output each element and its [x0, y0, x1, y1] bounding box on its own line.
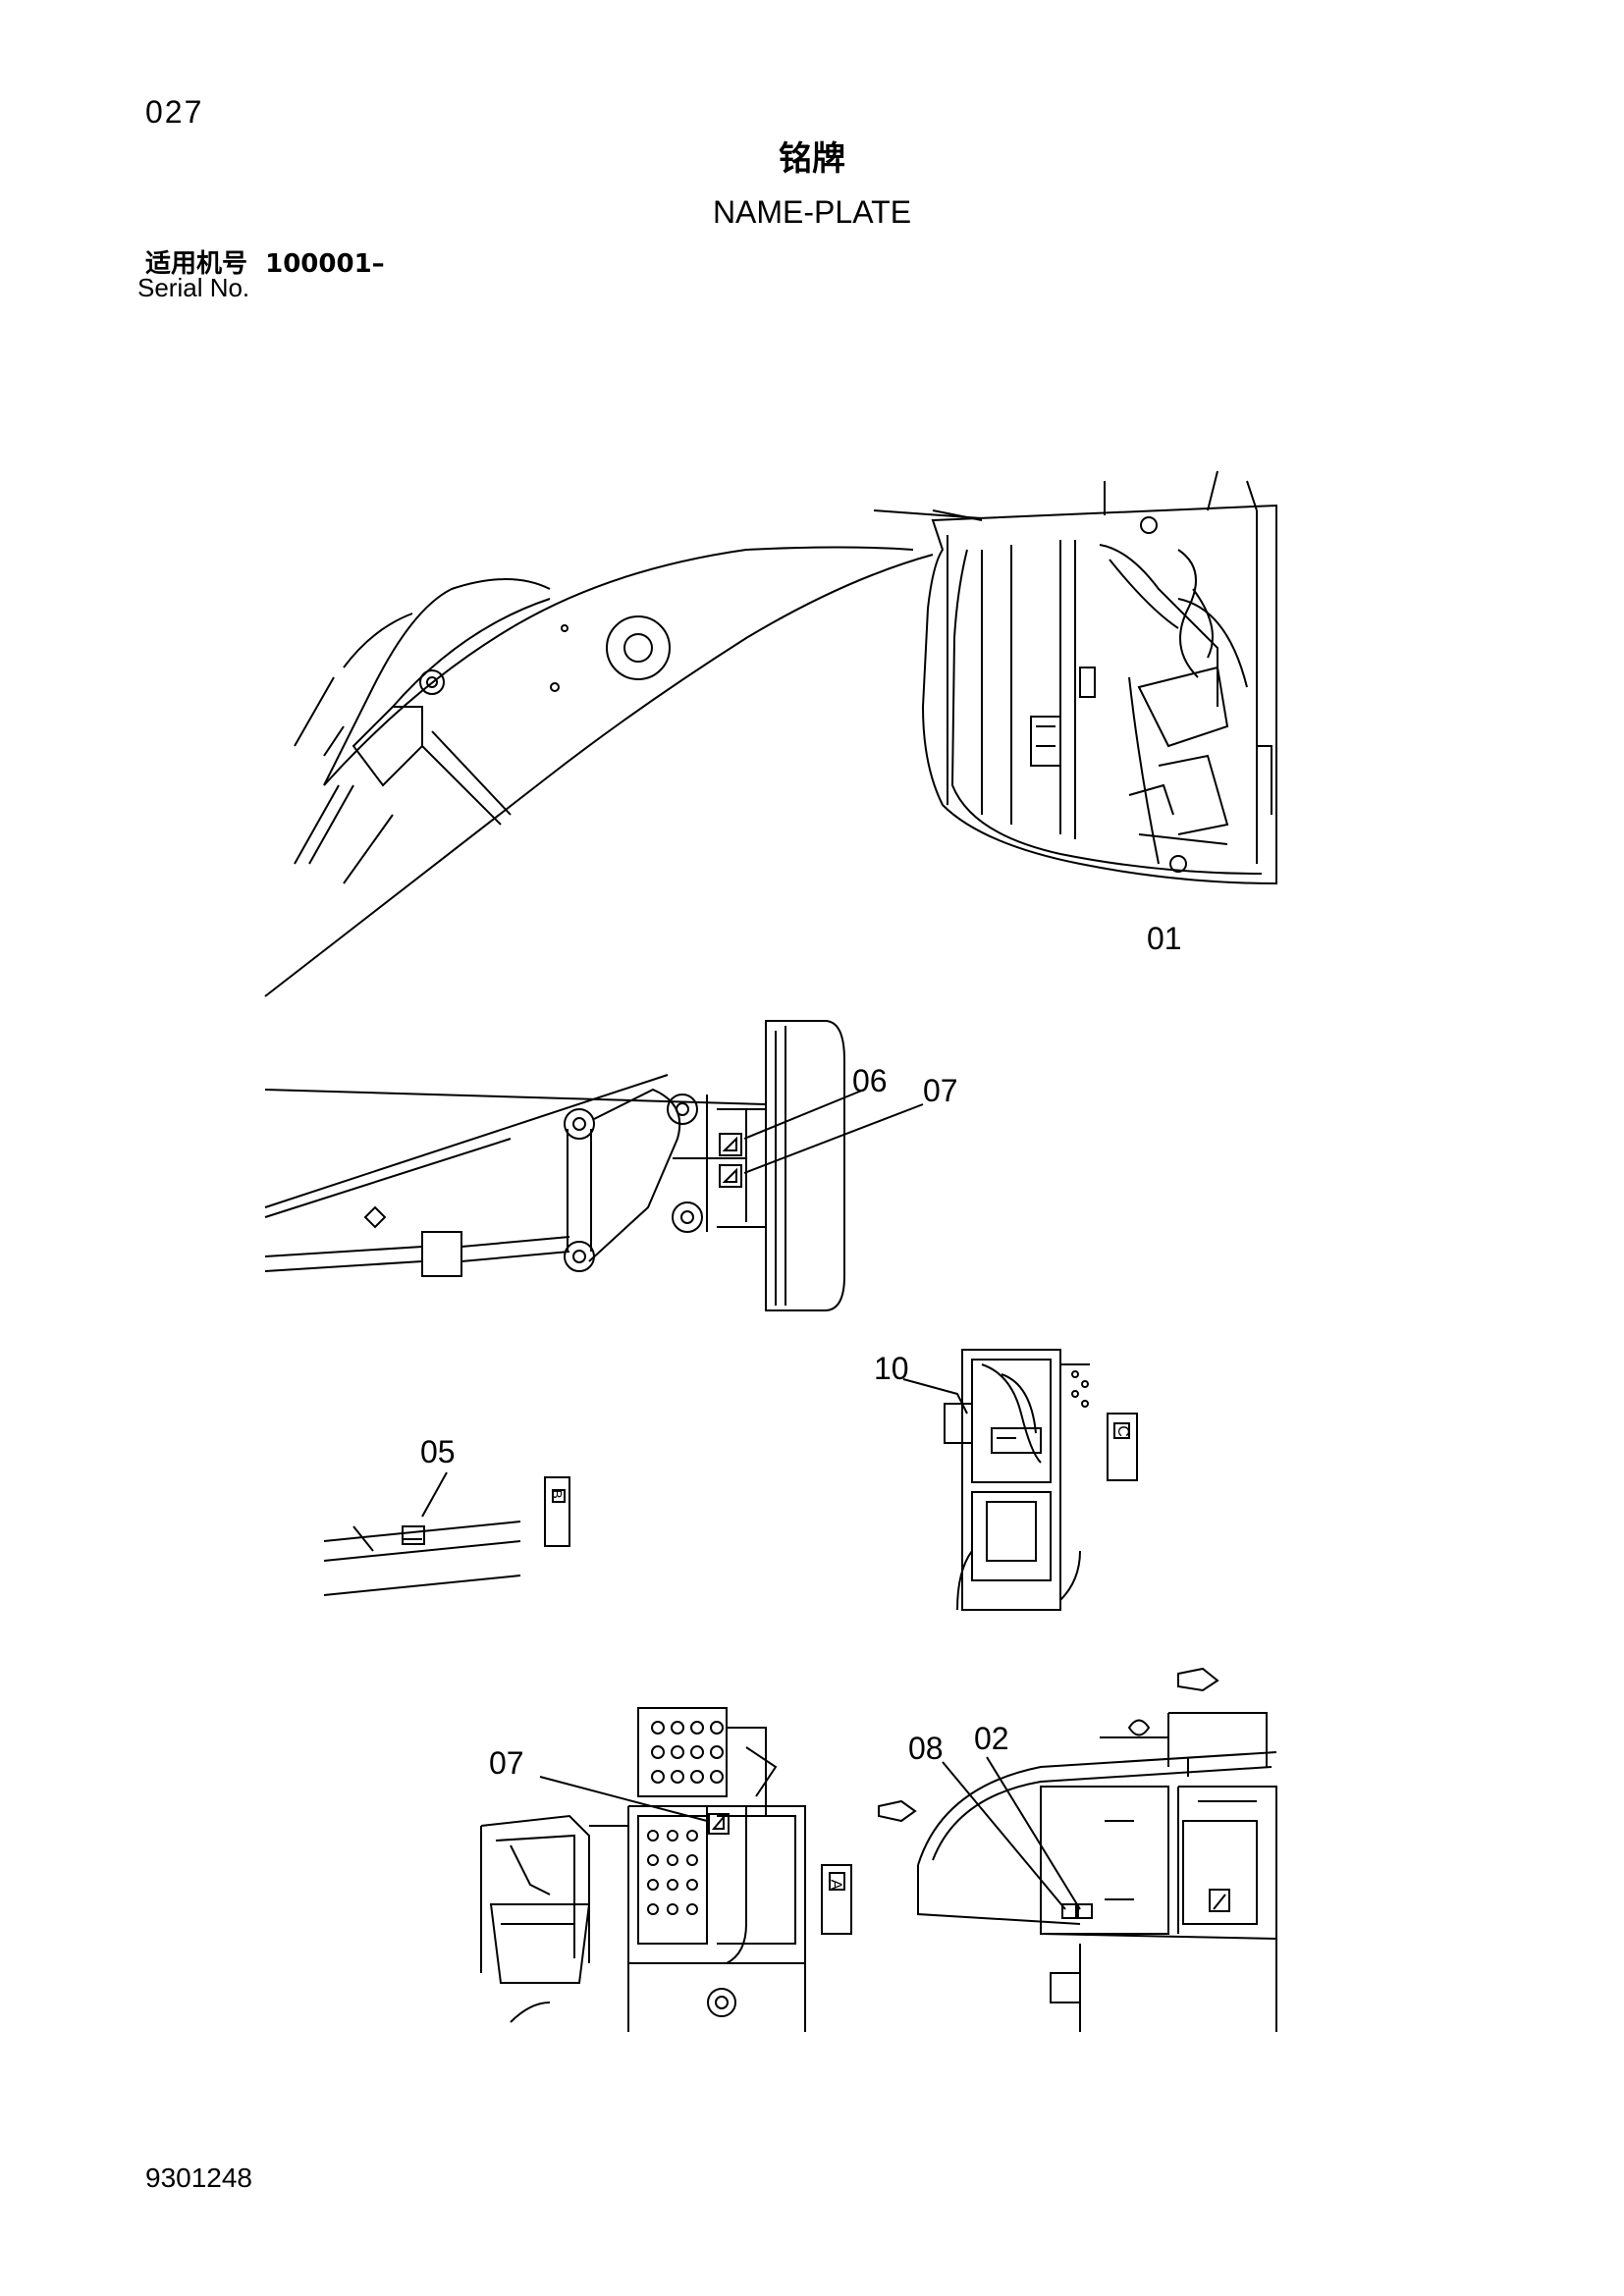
callout-10: 10	[874, 1351, 909, 1386]
section-marker-b: B	[549, 1489, 566, 1499]
document-number: 9301248	[145, 2163, 253, 2193]
detail-c-view	[903, 1350, 1137, 1610]
page-title-english: NAME-PLATE	[712, 194, 912, 230]
callout-01: 01	[1147, 921, 1182, 956]
serial-label-english: Serial No.	[137, 273, 250, 302]
page-number: 027	[145, 94, 204, 130]
serial-label-chinese: 适用机号 100001–	[145, 251, 385, 277]
callout-07-lower: 07	[489, 1745, 524, 1781]
arm-link-view	[265, 1021, 923, 1310]
boom-cab-view	[265, 471, 1276, 996]
callout-06: 06	[852, 1063, 888, 1098]
detail-a2-view	[879, 1669, 1276, 2032]
detail-a-view	[481, 1708, 851, 2032]
callout-02: 02	[974, 1721, 1009, 1756]
section-marker-c: C	[1113, 1425, 1131, 1437]
callout-05: 05	[420, 1434, 456, 1469]
section-marker-a: A	[827, 1879, 844, 1891]
callout-07-upper: 07	[923, 1073, 958, 1108]
page-title-chinese: 铭牌	[779, 139, 845, 179]
serial-range: 100001–	[265, 249, 385, 279]
serial-label-cn-text: 适用机号	[145, 249, 248, 279]
callout-08: 08	[908, 1731, 944, 1766]
detail-b-view	[324, 1472, 569, 1595]
